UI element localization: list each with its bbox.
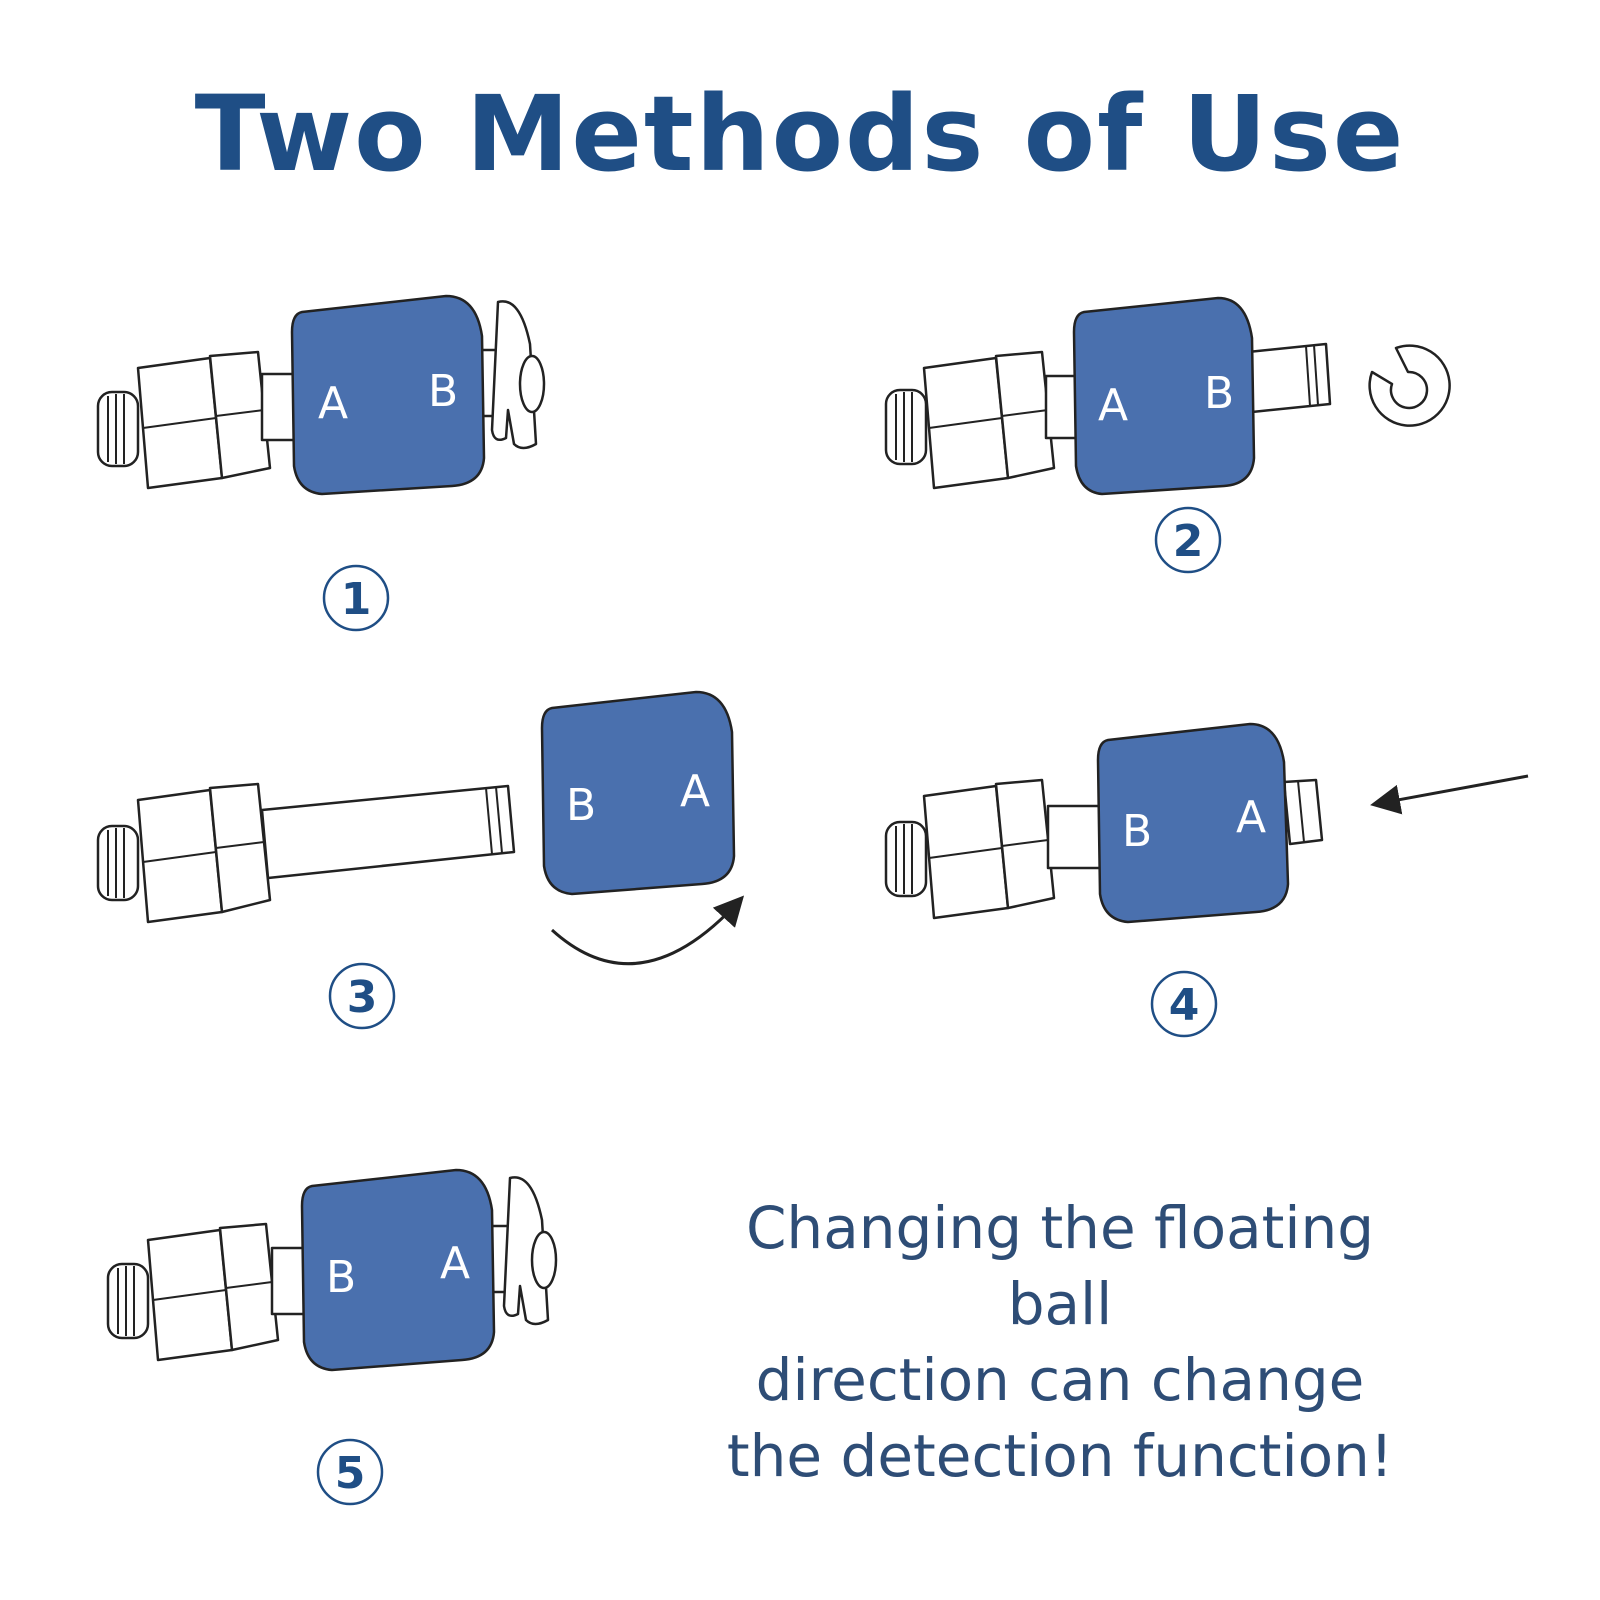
stem	[260, 784, 516, 880]
threaded-fitting	[884, 350, 1056, 490]
threaded-fitting	[96, 782, 272, 924]
float: B A	[540, 690, 736, 896]
insert-arrow-icon	[1370, 774, 1529, 815]
explanation-note: Changing the floating ball direction can…	[700, 1190, 1420, 1494]
step-number: 4	[1169, 980, 1200, 1031]
step-5-sensor: B A	[106, 1168, 558, 1372]
step-4-sensor: B A	[884, 722, 1529, 924]
step-1-sensor: A B	[96, 294, 546, 496]
float-label-right: A	[440, 1238, 470, 1289]
rotate-arrow-icon	[550, 895, 745, 966]
float-label-left: B	[1122, 806, 1152, 857]
note-line-3: the detection function!	[726, 1422, 1394, 1490]
threaded-fitting	[884, 778, 1056, 920]
retaining-clip	[502, 1176, 558, 1326]
threaded-fitting	[106, 1222, 280, 1362]
float: A B	[1072, 296, 1256, 496]
retaining-clip	[490, 300, 546, 450]
step-number: 1	[341, 574, 372, 625]
float-label-left: A	[1098, 380, 1128, 431]
float: A B	[290, 294, 486, 496]
note-line-2: direction can change	[755, 1346, 1365, 1414]
threaded-fitting	[96, 350, 272, 490]
float-label-right: B	[1204, 368, 1234, 419]
float-label-right: B	[428, 366, 458, 417]
float-label-left: B	[566, 780, 596, 831]
step-number: 5	[335, 1448, 366, 1499]
clip-ring-icon	[1368, 344, 1451, 427]
float-label-right: A	[680, 766, 710, 817]
step-number: 3	[347, 972, 378, 1023]
step-3-badge: 3	[328, 962, 396, 1030]
step-2-badge: 2	[1154, 506, 1222, 574]
step-4-badge: 4	[1150, 970, 1218, 1038]
page-title: Two Methods of Use	[194, 73, 1406, 195]
float: B A	[300, 1168, 496, 1372]
step-1-badge: 1	[322, 564, 390, 632]
step-number: 2	[1173, 516, 1204, 567]
float-label-right: A	[1236, 792, 1266, 843]
float-label-left: A	[318, 378, 348, 429]
step-3-sensor: B A	[96, 690, 745, 966]
float-label-left: B	[326, 1252, 356, 1303]
step-2-sensor: A B	[884, 296, 1451, 496]
step-5-badge: 5	[316, 1438, 384, 1506]
note-line-1: Changing the floating ball	[745, 1194, 1375, 1338]
float: B A	[1096, 722, 1290, 924]
